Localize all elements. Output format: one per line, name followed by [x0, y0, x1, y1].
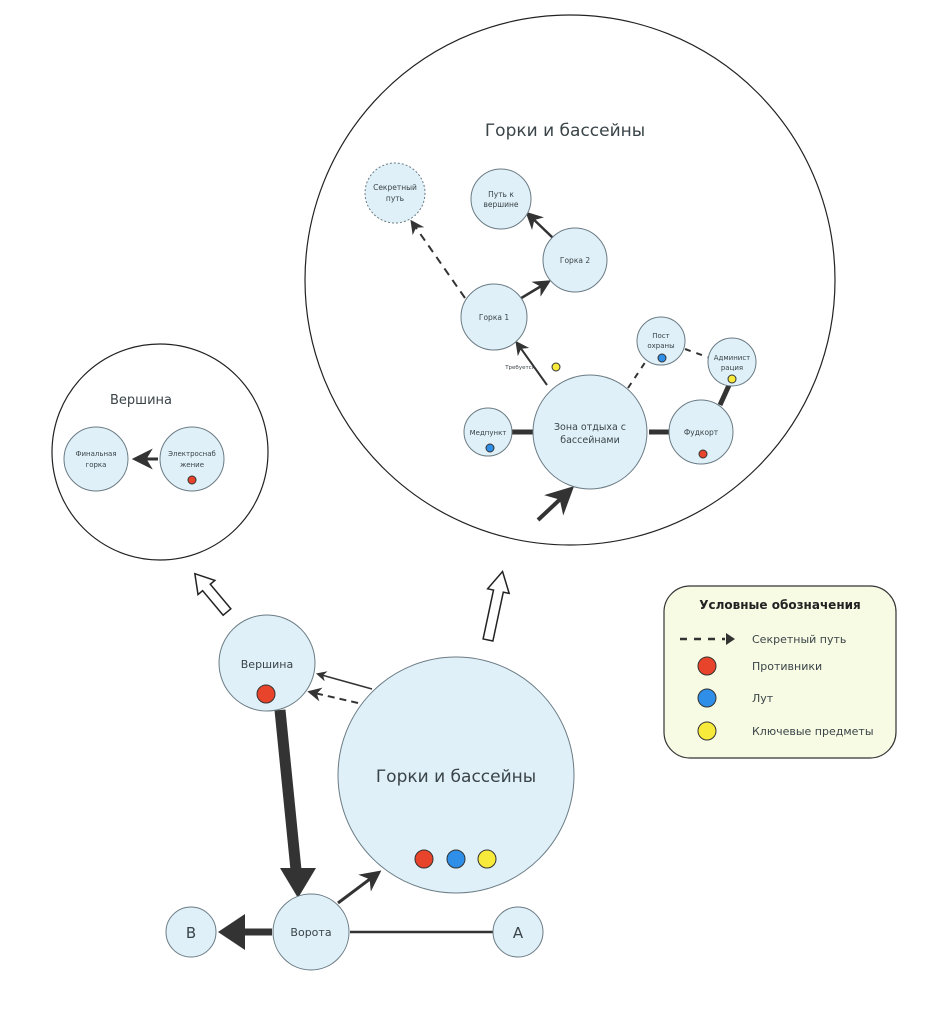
edge-vorota-gorki: [337, 870, 382, 905]
node-admin-label-1: Админист: [714, 354, 751, 362]
legend-title: Условные обозначения: [699, 598, 860, 612]
requires-label: Требуется: [504, 365, 535, 371]
edge-vershina-vorota: [274, 709, 303, 881]
node-a[interactable]: [492, 906, 544, 958]
node-zone-label-1: Зона отдыха с: [554, 422, 626, 433]
node-a-label: A: [513, 924, 524, 942]
edge-vershina-vorota-head: [280, 868, 316, 898]
enemy-dot: [256, 684, 276, 704]
node-gorka1[interactable]: [460, 283, 528, 351]
node-vorota-label: Ворота: [290, 926, 331, 939]
node-gorka2[interactable]: [542, 227, 608, 293]
loot-dot: [657, 353, 667, 363]
node-path-top[interactable]: [470, 168, 532, 230]
edge-gorka1-gorka2: [517, 280, 552, 302]
legend-label-secret: Секретный путь: [752, 633, 846, 646]
node-gorka2-label: Горка 2: [560, 256, 590, 265]
node-post-label-2: охраны: [647, 342, 674, 350]
node-secret-label-1: Секретный: [373, 183, 417, 192]
node-zone-label-2: бассейнами: [560, 435, 620, 446]
node-post[interactable]: [636, 316, 686, 366]
enemy-dot: [414, 849, 434, 869]
entry-arrow: [536, 486, 575, 522]
zoom-arrow-vershina: [193, 572, 232, 617]
node-path-top-label-1: Путь к: [488, 190, 514, 199]
node-med-label: Медпункт: [470, 429, 507, 437]
node-food[interactable]: [668, 399, 734, 465]
edge-secret: [410, 219, 466, 299]
legend-box: [663, 585, 897, 759]
edge-admin-food: [717, 381, 733, 407]
legend-loot-dot: [697, 688, 717, 708]
node-b-label: B: [186, 924, 196, 942]
edge-gorki-vershina-secret: [307, 687, 359, 704]
legend-key-dot: [697, 721, 717, 741]
node-final-slide[interactable]: [63, 426, 129, 492]
node-med[interactable]: [463, 407, 513, 457]
legend: Условные обозначения Секретный путь Прот…: [663, 585, 897, 759]
node-power[interactable]: [159, 426, 225, 492]
zoom-gorki-title: Горки и бассейны: [485, 121, 645, 141]
legend-label-key-items: Ключевые предметы: [752, 725, 874, 738]
key-item-dot: [551, 362, 561, 372]
node-secret-label-2: путь: [386, 194, 404, 203]
key-item-dot: [477, 849, 497, 869]
node-final-label-1: Финальная: [75, 450, 116, 458]
legend-enemy-dot: [697, 656, 717, 676]
node-power-label-2: жение: [180, 461, 204, 469]
edge-vorota-b-head: [218, 914, 245, 950]
node-zone[interactable]: [532, 374, 648, 490]
enemy-dot: [187, 475, 197, 485]
node-food-label: Фудкорт: [684, 428, 719, 437]
zoom-frame-vershina: [51, 343, 269, 561]
legend-label-loot: Лут: [752, 692, 774, 705]
node-final-label-2: горка: [86, 461, 107, 469]
enemy-dot: [698, 449, 708, 459]
node-admin[interactable]: [707, 337, 757, 387]
node-gorka1-label: Горка 1: [479, 313, 509, 322]
zoom-vershina-title: Вершина: [110, 393, 172, 408]
node-path-top-label-2: вершине: [483, 200, 518, 209]
node-gorki-label: Горки и бассейны: [376, 767, 536, 787]
loot-dot: [446, 849, 466, 869]
node-vershina-label: Вершина: [241, 658, 293, 671]
node-b[interactable]: [165, 906, 217, 958]
edge-zone-gorka1: [515, 340, 548, 386]
node-admin-label-2: рация: [721, 364, 743, 372]
loot-dot: [485, 443, 495, 453]
edge-post-admin: [684, 348, 711, 359]
node-gorki[interactable]: [337, 656, 575, 894]
legend-arrow-icon: [726, 633, 735, 645]
node-vershina[interactable]: [218, 614, 316, 712]
edge-gorki-vershina: [315, 671, 373, 690]
edge-gorka2-top: [525, 211, 554, 239]
zoom-arrow-gorki: [482, 570, 511, 642]
legend-label-enemies: Противники: [752, 660, 822, 673]
node-vorota[interactable]: [272, 893, 350, 971]
node-secret-path[interactable]: [364, 162, 426, 224]
node-power-label-1: Электроснаб: [168, 450, 216, 458]
key-item-dot: [727, 374, 737, 384]
node-post-label-1: Пост: [652, 332, 669, 340]
